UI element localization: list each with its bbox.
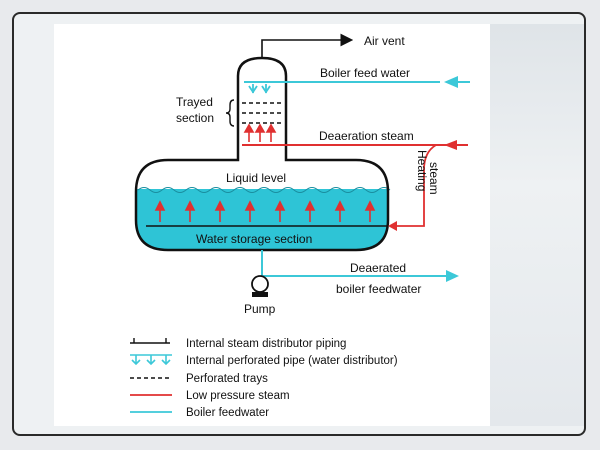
legend: Internal steam distributor piping Intern… [130,338,398,419]
air-vent-line [261,33,354,58]
trayed-section-label-2: section [176,111,214,125]
pump-icon [251,275,269,297]
trayed-section-brace [225,99,235,127]
deaeration-steam-label: Deaeration steam [319,129,414,143]
liquid-level-label: Liquid level [226,171,286,185]
deaeration-steam-line [286,140,468,150]
column-steam-arrows [243,123,277,142]
trayed-section-label-1: Trayed [176,95,213,109]
legend-text-0: Internal steam distributor piping [186,338,346,350]
column-water-distributor [244,81,286,94]
legend-text-4: Boiler feedwater [186,407,269,419]
deaerated-label-2: boiler feedwater [336,282,421,296]
storage-steam-arrows [154,200,376,222]
legend-symbol-perforated-pipe [130,354,172,366]
water-fill [136,189,388,250]
pump-label: Pump [244,302,276,316]
heating-steam-line [394,144,437,227]
legend-text-2: Perforated trays [186,373,268,385]
water-storage-label: Water storage section [196,232,312,246]
deaerated-outlet-line [261,250,459,282]
column-perforated-trays [242,102,282,124]
legend-symbol-steam-distributor [130,338,170,344]
legend-text-1: Internal perforated pipe (water distribu… [186,355,398,367]
boiler-feed-water-label: Boiler feed water [320,66,410,80]
vessel-outline [134,56,390,252]
legend-text-3: Low pressure steam [186,390,290,402]
deaerated-label-1: Deaerated [350,261,406,275]
heating-steam-label-2: steam [427,162,441,195]
background-stripe [490,24,584,426]
boiler-feed-water-line [286,76,470,88]
air-vent-label: Air vent [364,34,405,48]
liquid-surface [137,187,391,193]
heating-steam-label-1: Heating [415,150,429,191]
heating-steam-arrow [388,221,397,231]
